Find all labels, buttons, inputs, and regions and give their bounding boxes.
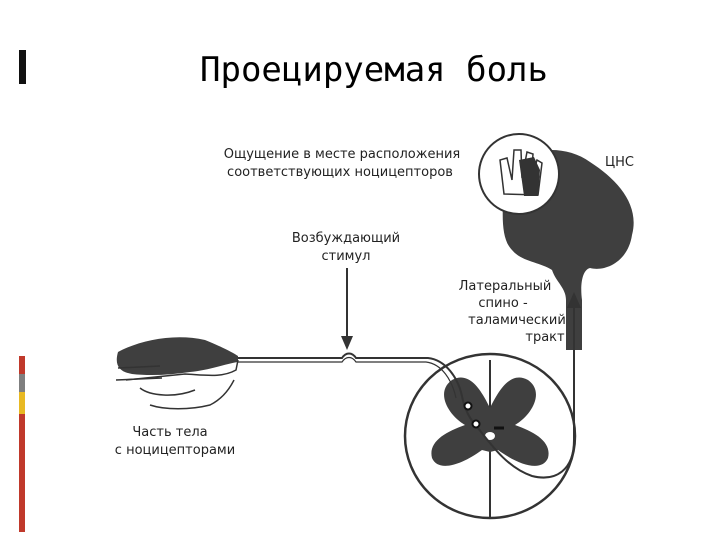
tract-label-line3: таламический <box>468 313 566 328</box>
tract-arrowhead <box>567 292 581 308</box>
stripe-yellow <box>19 392 25 414</box>
title-accent-bar <box>19 50 26 84</box>
inset-hand-icon <box>499 149 543 196</box>
arm-with-nociceptors <box>115 337 239 410</box>
synapse-mark-lower <box>471 419 481 429</box>
tract-label-line4: тракт <box>525 330 565 345</box>
gray-matter <box>431 377 549 466</box>
spinal-cord-section <box>403 352 577 520</box>
stripe-gray <box>19 374 25 392</box>
afferent-nerve-fiber <box>238 352 479 429</box>
left-accent-stripe <box>19 356 25 532</box>
slide-title: Проецируемая боль <box>200 50 548 90</box>
spinothalamic-tract-line <box>477 300 575 479</box>
tract-label-line2: спино - <box>478 296 528 311</box>
cns-label: ЦНС <box>605 155 634 170</box>
afferent-nerve-fiber-inner <box>238 356 457 399</box>
sensation-label-line2: соответствующих ноцицепторов <box>227 165 453 180</box>
stimulus-arrowhead <box>341 336 353 350</box>
stripe-red-long <box>19 414 25 532</box>
body-label-line1: Часть тела <box>132 425 207 440</box>
stimulus-label-line2: стимул <box>322 249 371 264</box>
tract-label-line1: Латеральный <box>459 279 552 294</box>
sensation-label-line1: Ощущение в месте расположения <box>224 147 461 162</box>
stimulus-label-line1: Возбуждающий <box>292 231 400 246</box>
body-label-line2: с ноцицепторами <box>115 443 235 458</box>
stripe-red <box>19 356 25 374</box>
synapse-mark-upper <box>463 401 473 411</box>
